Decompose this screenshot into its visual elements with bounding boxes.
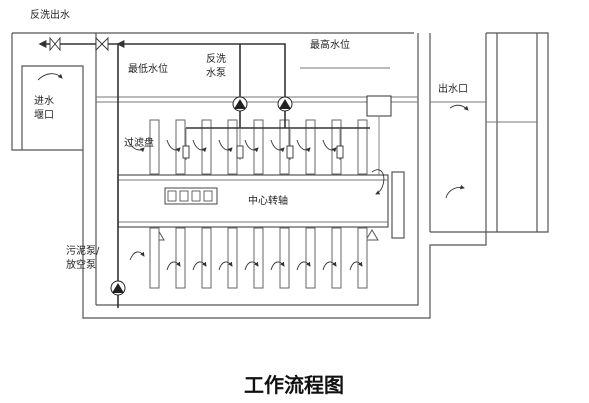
label-outlet: 出水口 (438, 82, 468, 95)
filter-discs-upper (149, 119, 368, 175)
flow-arrows (37, 73, 469, 271)
tank-outline (11, 32, 549, 319)
water-levels (96, 67, 486, 103)
drive-motor-icon (366, 95, 392, 195)
label-backwash-pump-1: 反洗 (206, 53, 226, 65)
backwash-pump-icons (232, 96, 293, 112)
label-sludge-pump-2: 放空泵 (66, 258, 96, 271)
filter-discs-lower (149, 227, 368, 289)
label-sludge-pump-1: 污泥泵/ (66, 244, 100, 257)
diagram-caption: 工作流程图 (244, 373, 344, 397)
sludge-pump-icon (110, 280, 126, 296)
label-backwash-out: 反洗出水 (30, 8, 70, 21)
label-max-level: 最高水位 (310, 38, 350, 51)
label-min-level: 最低水位 (128, 62, 168, 75)
backwash-piping (38, 36, 370, 308)
label-inlet-2: 堰口 (34, 109, 54, 121)
label-central-shaft: 中心转轴 (248, 194, 288, 207)
label-backwash-pump-2: 水泵 (206, 67, 226, 79)
central-shaft-band (117, 171, 405, 241)
label-inlet-1: 进水 (34, 95, 54, 107)
label-filter-disc: 过滤盘 (124, 136, 154, 149)
suction-manifold (164, 187, 218, 205)
